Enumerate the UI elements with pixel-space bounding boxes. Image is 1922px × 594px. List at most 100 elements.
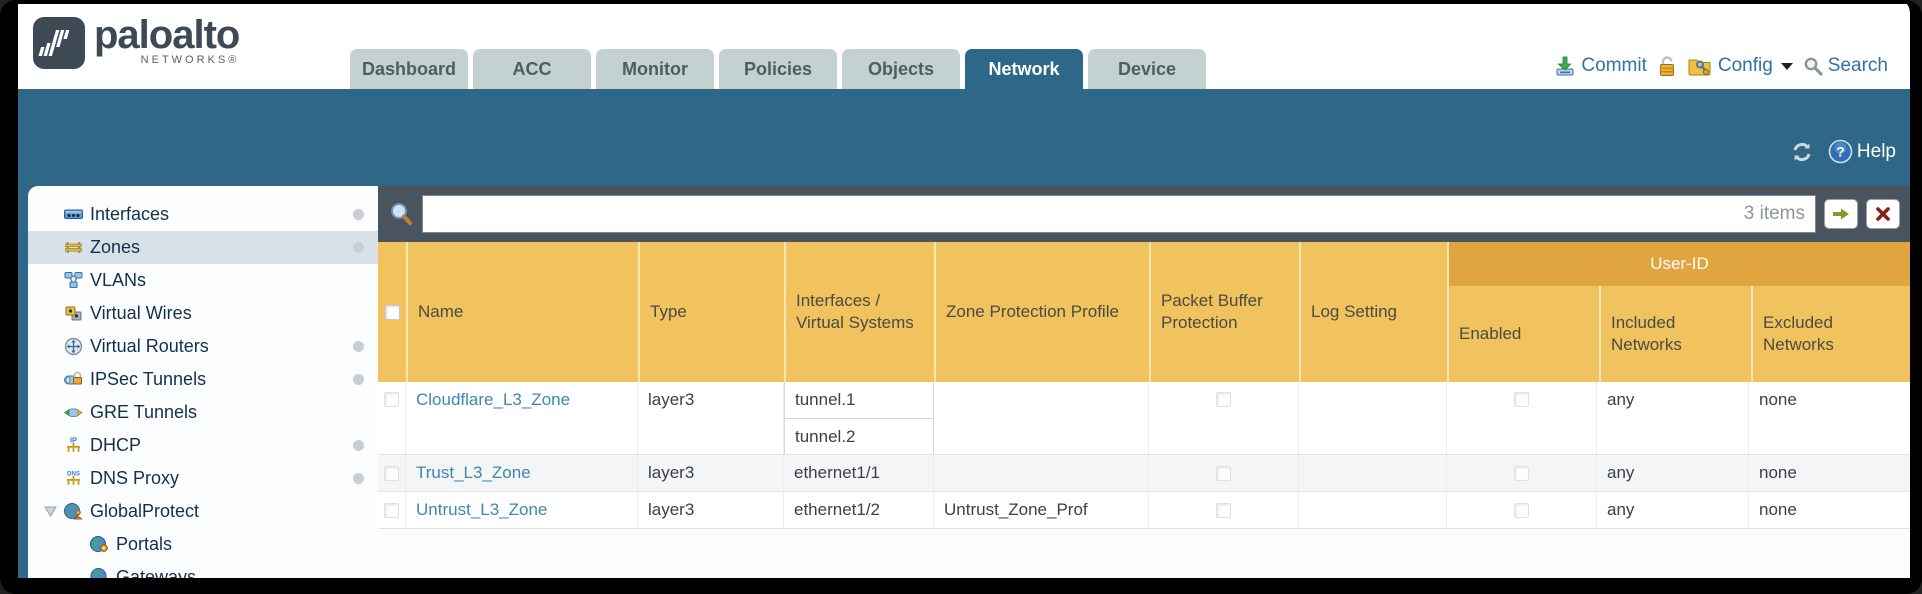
sidebar-item-label: Zones (90, 237, 141, 257)
zone-name-link[interactable]: Untrust_L3_Zone (416, 500, 548, 519)
paloalto-logo: paloalto NETWORKS® (32, 13, 240, 70)
help-label: Help (1856, 140, 1896, 162)
column-header-log-setting[interactable]: Log Setting (1299, 242, 1447, 382)
sub-header-band: ? Help (18, 89, 1910, 186)
sidebar-item-dhcp[interactable]: IP DHCP (28, 429, 378, 462)
user-id-group: User-ID Enabled Included Networks Exclud… (1447, 242, 1910, 382)
column-header-interfaces[interactable]: Interfaces / Virtual Systems (784, 242, 934, 382)
expander-icon[interactable] (44, 506, 57, 517)
zone-protection-profile: Untrust_Zone_Prof (934, 492, 1149, 528)
sidebar-item-interfaces[interactable]: Interfaces (28, 198, 378, 231)
packet-buffer-protection-checkbox[interactable] (1216, 465, 1231, 481)
column-header-excluded-networks[interactable]: Excluded Networks (1751, 286, 1910, 382)
excluded-networks: none (1759, 463, 1797, 482)
help-button[interactable]: ? Help (1828, 139, 1896, 164)
sidebar-item-gre-tunnels[interactable]: GRE Tunnels (28, 396, 378, 429)
zone-interfaces: tunnel.1 tunnel.2 (784, 382, 934, 454)
tab-policies[interactable]: Policies (719, 49, 837, 89)
tab-device[interactable]: Device (1088, 49, 1206, 89)
sidebar-item-gp-gateways[interactable]: Gateways (28, 561, 378, 578)
item-count: 3 items (1743, 203, 1805, 224)
tab-dashboard[interactable]: Dashboard (350, 49, 468, 89)
select-all-checkbox[interactable] (384, 304, 400, 320)
interface-entry: tunnel.2 (785, 418, 933, 454)
sidebar-item-virtual-wires[interactable]: Virtual Wires (28, 297, 378, 330)
column-header-zone-protection-profile[interactable]: Zone Protection Profile (934, 242, 1149, 382)
sidebar-item-dns-proxy[interactable]: DNS DNS Proxy (28, 462, 378, 495)
column-header-included-networks[interactable]: Included Networks (1599, 286, 1751, 382)
filter-input[interactable] (423, 196, 1744, 232)
search-button[interactable]: Search (1803, 55, 1888, 77)
zone-name-link[interactable]: Trust_L3_Zone (416, 463, 531, 482)
commit-button[interactable]: Commit (1554, 55, 1647, 77)
filter-search-icon[interactable] (388, 201, 414, 227)
row-checkbox[interactable] (384, 392, 399, 407)
table-row: Cloudflare_L3_Zone layer3 tunnel.1 tunne… (378, 382, 1910, 455)
brand-name: paloalto (94, 13, 240, 57)
sidebar-item-globalprotect[interactable]: GlobalProtect (28, 495, 378, 528)
user-id-enabled-checkbox[interactable] (1514, 465, 1529, 481)
zones-icon (65, 242, 82, 253)
log-setting (1299, 455, 1447, 491)
column-header-name[interactable]: Name (406, 242, 638, 382)
commit-icon (1556, 56, 1574, 76)
status-dot (353, 242, 364, 253)
user-id-enabled-checkbox[interactable] (1514, 502, 1529, 518)
tab-network[interactable]: Network (965, 49, 1083, 89)
column-header-enabled[interactable]: Enabled (1459, 323, 1522, 343)
column-group-user-id[interactable]: User-ID (1449, 242, 1910, 286)
user-id-enabled-checkbox[interactable] (1514, 392, 1529, 407)
interface-entry: tunnel.1 (795, 390, 856, 409)
log-setting (1299, 382, 1447, 454)
status-dot (353, 473, 364, 484)
included-networks: any (1597, 455, 1749, 491)
column-header-type[interactable]: Type (638, 242, 784, 382)
status-dot (353, 341, 364, 352)
sidebar-item-label: IPSec Tunnels (90, 369, 207, 389)
brand-subtitle: NETWORKS® (140, 54, 240, 66)
select-all-header (378, 242, 406, 382)
packet-buffer-protection-checkbox[interactable] (1216, 392, 1231, 407)
tab-monitor[interactable]: Monitor (596, 49, 714, 89)
commit-label: Commit (1581, 55, 1647, 76)
globalprotect-icon (64, 503, 83, 520)
config-label: Config (1717, 55, 1773, 76)
sidebar-item-label: Portals (116, 534, 173, 554)
search-icon (1804, 57, 1823, 76)
row-checkbox[interactable] (384, 502, 399, 518)
apply-filter-button[interactable] (1824, 199, 1858, 229)
dns-proxy-icon: DNS (67, 472, 80, 485)
svg-text:IP: IP (70, 436, 77, 445)
zone-interfaces: ethernet1/2 (784, 492, 934, 528)
sidebar-item-label: Virtual Routers (90, 336, 209, 356)
config-button[interactable]: Config (1687, 55, 1793, 77)
column-header-packet-buffer-protection[interactable]: Packet Buffer Protection (1149, 242, 1299, 382)
sidebar-item-zones[interactable]: Zones (28, 231, 378, 264)
sidebar-item-ipsec-tunnels[interactable]: IPSec Tunnels (28, 363, 378, 396)
filter-bar: 3 items (378, 186, 1910, 242)
zone-name-link[interactable]: Cloudflare_L3_Zone (416, 390, 571, 409)
refresh-icon[interactable] (1790, 140, 1814, 164)
help-icon: ? (1828, 139, 1853, 164)
clear-filter-button[interactable] (1866, 199, 1900, 229)
included-networks: any (1597, 382, 1749, 454)
main-nav-tabs: Dashboard ACC Monitor Policies Objects N… (350, 49, 1211, 89)
sidebar-item-gp-portals[interactable]: Portals (28, 528, 378, 561)
arrow-right-icon (1833, 208, 1849, 220)
svg-text:?: ? (1836, 144, 1845, 160)
sidebar-item-vlans[interactable]: VLANs (28, 264, 378, 297)
row-checkbox[interactable] (384, 465, 399, 481)
top-actions: Commit Config (1554, 55, 1888, 77)
table-row: Untrust_L3_Zone layer3 ethernet1/2 Untru… (378, 492, 1910, 529)
excluded-networks: none (1759, 390, 1797, 409)
lock-icon[interactable] (1657, 55, 1677, 77)
tab-objects[interactable]: Objects (842, 49, 960, 89)
sidebar-item-label: DHCP (90, 435, 142, 455)
sidebar-item-virtual-routers[interactable]: Virtual Routers (28, 330, 378, 363)
filter-input-box: 3 items (422, 195, 1816, 233)
tab-acc[interactable]: ACC (473, 49, 591, 89)
packet-buffer-protection-checkbox[interactable] (1216, 502, 1231, 518)
status-dot (353, 209, 364, 220)
interfaces-icon (64, 209, 83, 219)
